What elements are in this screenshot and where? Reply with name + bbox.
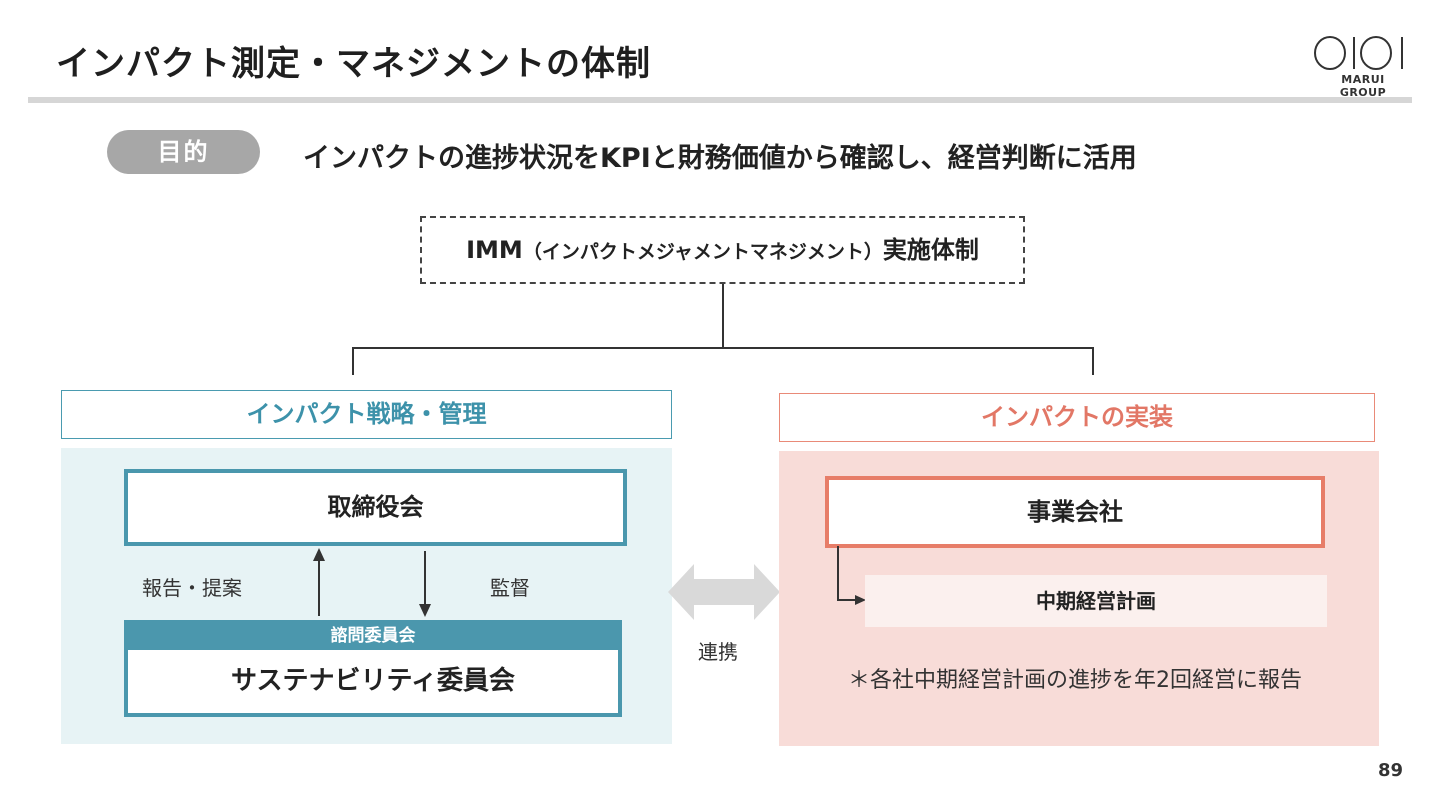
impact-implementation-header: インパクトの実装 (779, 393, 1375, 442)
imm-structure-box: IMM（インパクトメジャメントマネジメント）実施体制 (420, 216, 1025, 284)
strategy-management-header: インパクト戦略・管理 (61, 390, 672, 439)
oversight-arrow-down-icon (419, 551, 431, 617)
purpose-statement: インパクトの進捗状況をKPIと財務価値から確認し、経営判断に活用 (303, 143, 1137, 174)
purpose-badge: 目的 (107, 130, 260, 174)
mid-term-plan-box: 中期経営計画 (865, 575, 1327, 627)
report-arrow-up-icon (313, 548, 325, 616)
title-divider (28, 97, 1412, 103)
oversight-label: 監督 (490, 576, 530, 600)
reporting-note: ＊各社中期経営計画の進捗を年2回経営に報告 (848, 668, 1302, 693)
page-number: 89 (1378, 760, 1404, 781)
imm-acronym: IMM (466, 236, 523, 264)
tree-connector-right-drop (1092, 347, 1094, 375)
imm-expansion: （インパクトメジャメントマネジメント） (522, 241, 883, 263)
elbow-arrow-icon (837, 546, 866, 605)
page-title: インパクト測定・マネジメントの体制 (56, 44, 651, 84)
operating-companies-box: 事業会社 (825, 476, 1325, 548)
logo-text: MARUI GROUP (1339, 73, 1387, 99)
tree-connector-vertical (722, 284, 724, 348)
sustainability-committee-box: サステナビリティ委員会 (124, 650, 622, 717)
double-arrow-icon (668, 564, 780, 620)
report-proposal-label: 報告・提案 (142, 576, 242, 600)
tree-connector-horizontal (352, 347, 1094, 349)
tree-connector-left-drop (352, 347, 354, 375)
imm-suffix: 実施体制 (882, 236, 979, 264)
marui-group-logo-icon (1314, 36, 1403, 70)
advisory-committee-label: 諮問委員会 (124, 620, 622, 652)
collaboration-label: 連携 (698, 640, 738, 664)
board-of-directors-box: 取締役会 (124, 469, 627, 546)
